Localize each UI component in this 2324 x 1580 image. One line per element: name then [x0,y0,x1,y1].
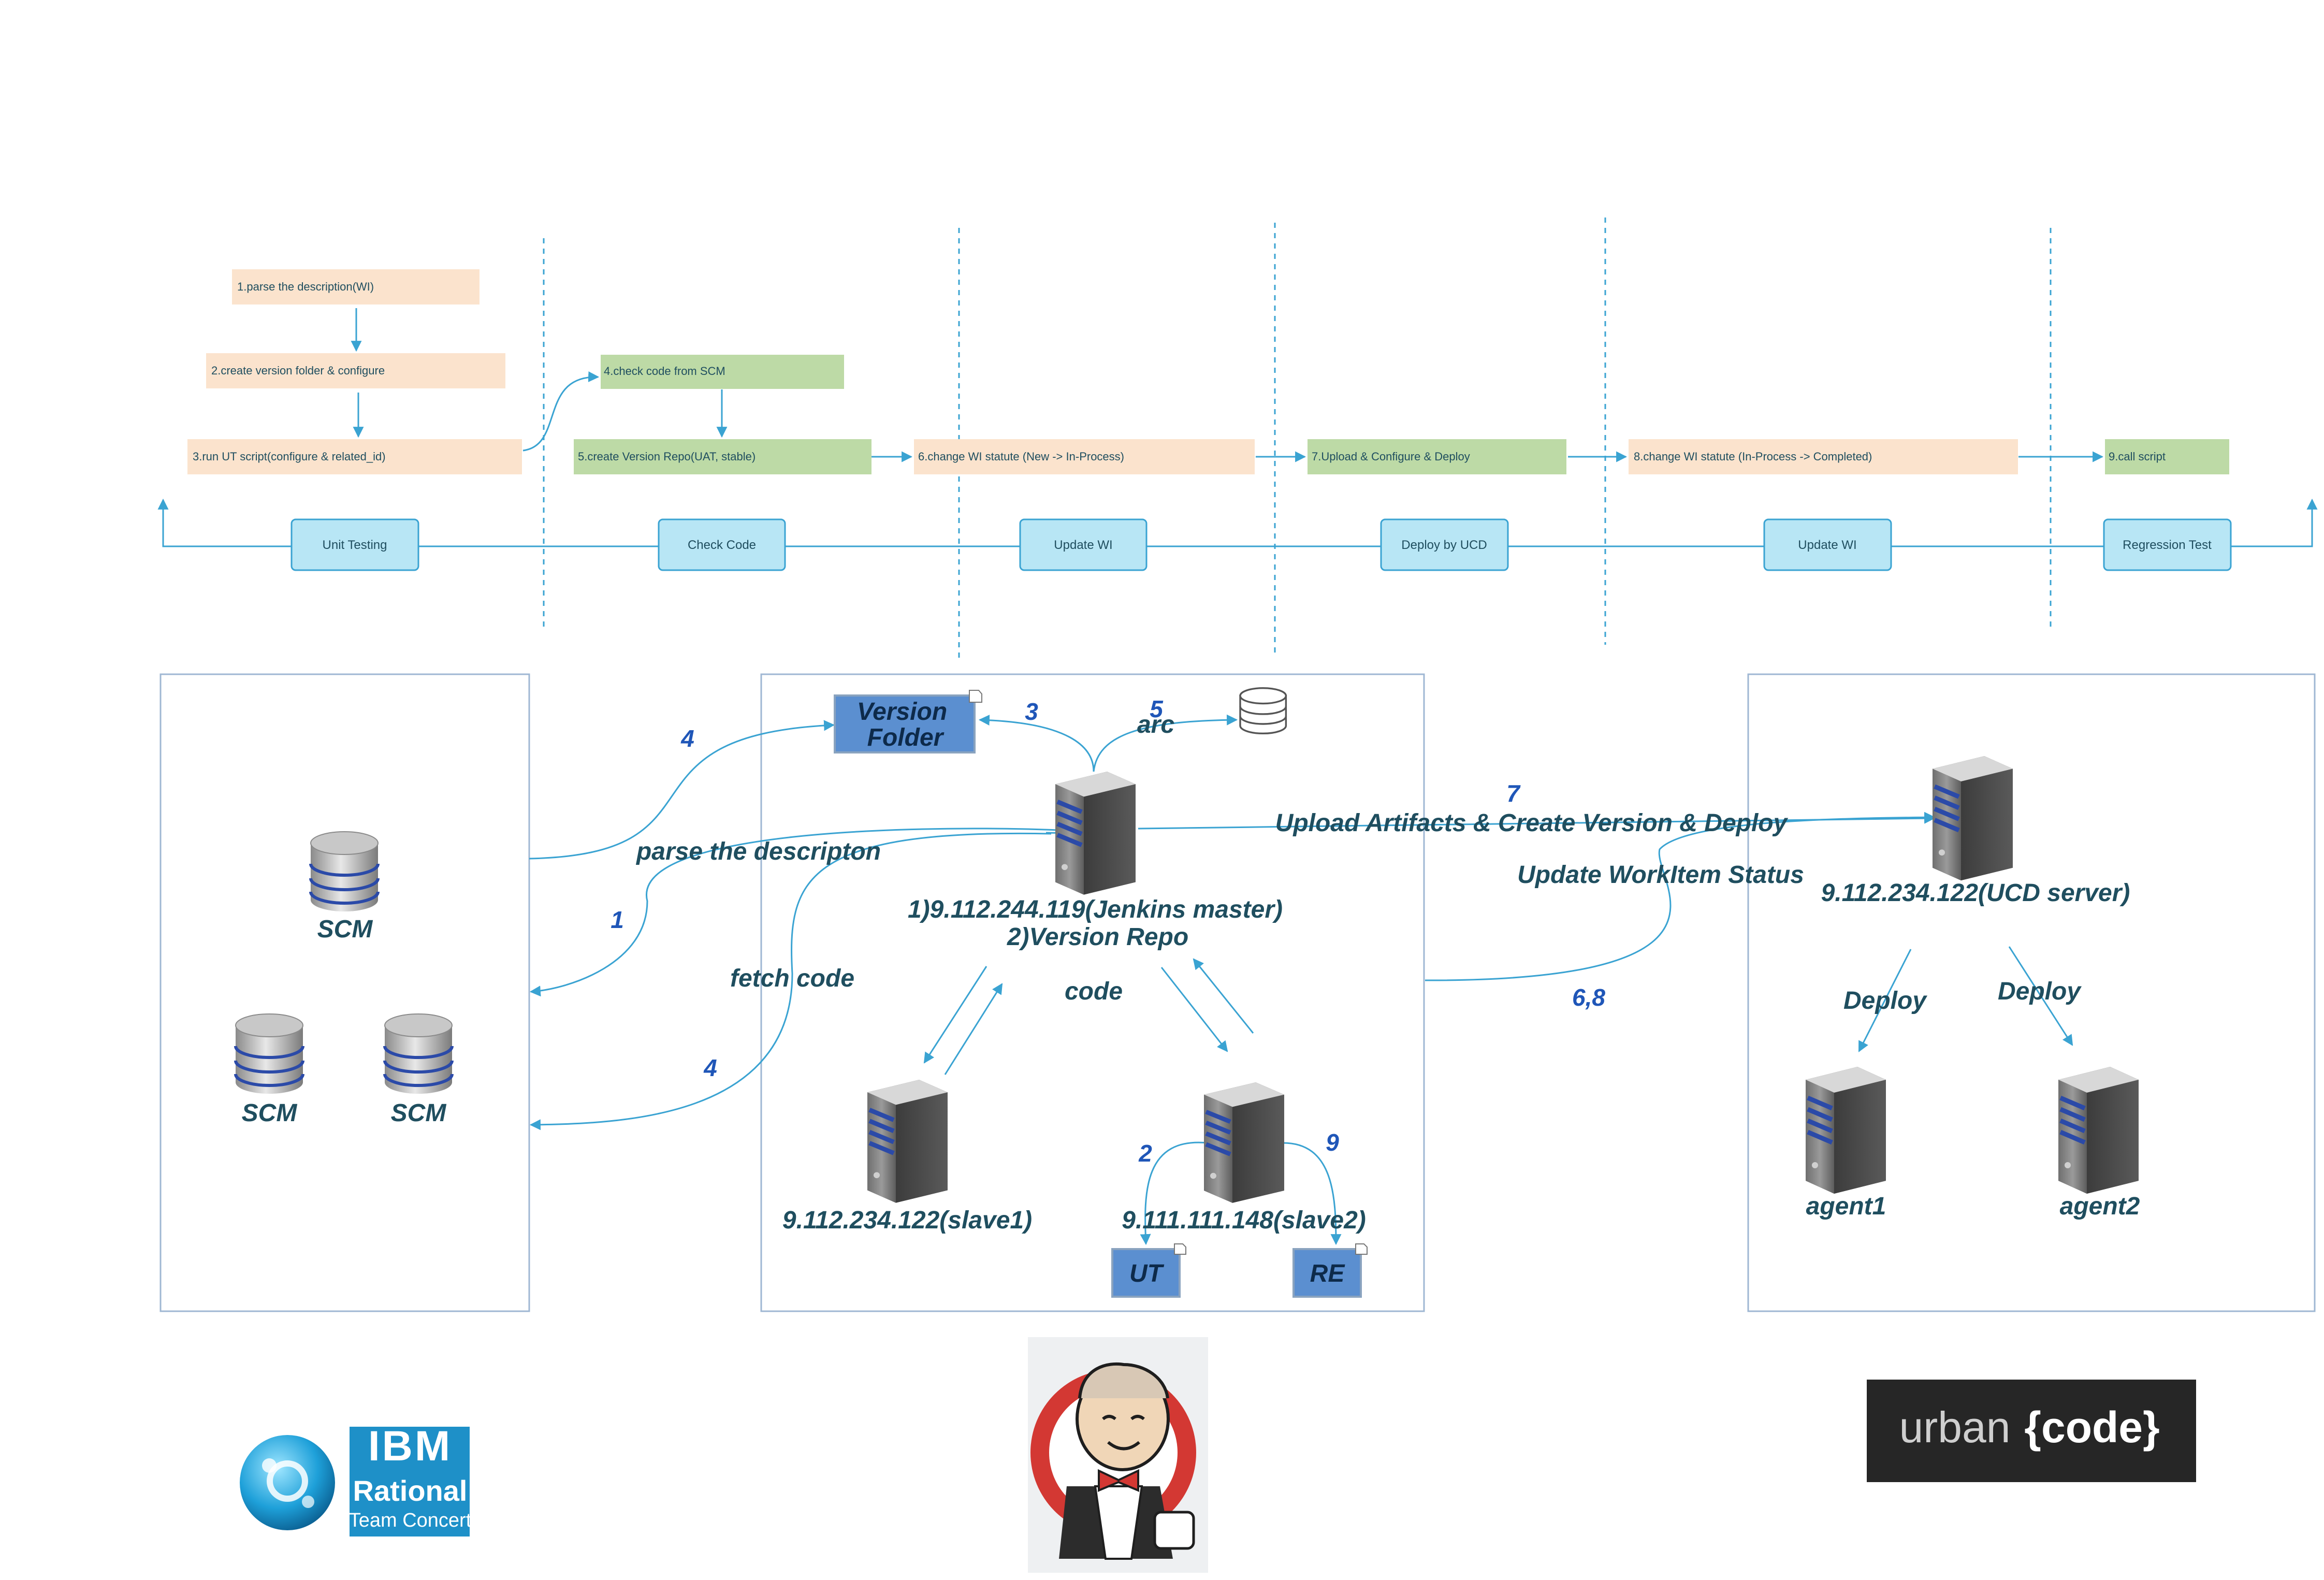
step-number-7: 7 [1506,780,1521,807]
step-number-4-bottom: 4 [703,1054,717,1081]
jenkins-logo [1028,1337,1208,1573]
svg-text:7.Upload & Configure & Deploy: 7.Upload & Configure & Deploy [1312,450,1470,463]
flow-step-4: 4.check code from SCM [601,355,844,389]
slave2-server: 9.111.111.148(slave2) [1122,1082,1366,1234]
svg-text:9.112.234.122(slave1): 9.112.234.122(slave1) [782,1207,1032,1234]
label-deploy-2: Deploy [1998,978,2082,1005]
ucd-server: 9.112.234.122(UCD server) [1821,756,2130,907]
flow-step-3: 3.run UT script(configure & related_id) [187,439,522,474]
svg-text:agent1: agent1 [1806,1193,1886,1220]
svg-text:5.create Version Repo(UAT, sta: 5.create Version Repo(UAT, stable) [578,450,756,463]
step-number-9: 9 [1326,1129,1339,1156]
stage-deploy-by-ucd: Deploy by UCD [1380,518,1509,571]
label-update-status: Update WorkItem Status [1517,861,1804,889]
label-arc: arc [1137,711,1174,738]
step-number-1: 1 [611,906,624,933]
flow-step-7: 7.Upload & Configure & Deploy [1308,439,1566,474]
svg-text:SCM: SCM [317,916,373,943]
stage-update-wi-2: Update WI [1763,518,1892,571]
agent1-server: agent1 [1806,1067,1886,1220]
svg-text:2)Version Repo: 2)Version Repo [1007,923,1188,951]
stage-update-wi-1: Update WI [1019,518,1148,571]
flow-step-2: 2.create version folder & configure [206,353,505,388]
svg-text:9.111.111.148(slave2): 9.111.111.148(slave2) [1122,1207,1366,1234]
step-number-6-8: 6,8 [1572,984,1605,1011]
svg-text:1)9.112.244.119(Jenkins master: 1)9.112.244.119(Jenkins master) [908,896,1283,923]
urbancode-logo: urban {code} [1867,1380,2196,1482]
label-fetch: fetch code [730,965,854,992]
timeline [157,498,2318,547]
version-folder-box: Version Folder [834,690,982,753]
svg-text:2.create version folder & conf: 2.create version folder & configure [211,364,385,377]
team-concert-text: Team Concert [349,1510,472,1531]
urbancode-text-a: urban [1899,1403,2011,1452]
scm-database-3: SCM [385,1014,452,1127]
flow-step-6: 6.change WI statute (New -> In-Process) [914,439,1255,474]
svg-text:Update WI: Update WI [1054,538,1112,552]
svg-text:UT: UT [1129,1260,1165,1287]
dashed-separators [543,218,2052,658]
rtc-logo: IBM Rational Team Concert [240,1423,472,1536]
stage-regression-test: Regression Test [2103,518,2232,571]
svg-text:8.change WI statute (In-Proces: 8.change WI statute (In-Process -> Compl… [1634,450,1872,463]
jenkins-master-server: 1)9.112.244.119(Jenkins master) 2)Versio… [908,772,1283,951]
stage-check-code: Check Code [658,518,786,571]
flow-step-5: 5.create Version Repo(UAT, stable) [574,439,872,474]
label-deploy-1: Deploy [1843,987,1927,1014]
arc-database-icon [1239,687,1287,735]
step-number-5: 5 [1150,695,1164,722]
flow-step-9: 9.call script [2105,439,2229,474]
step-number-2: 2 [1138,1140,1152,1167]
svg-text:Version: Version [857,698,947,726]
step-number-4-top: 4 [680,725,694,752]
label-upload: Upload Artifacts & Create Version & Depl… [1275,809,1789,837]
svg-text:Folder: Folder [867,724,945,751]
label-parse: parse the descripton [635,838,881,865]
scm-database-1: SCM [311,832,378,943]
urbancode-text-b: {code} [2024,1403,2159,1452]
flow-arrows [351,308,2104,462]
scm-database-2: SCM [236,1014,303,1127]
rational-text: Rational [353,1474,468,1507]
svg-text:9.call script: 9.call script [2109,450,2166,463]
flow-step-8: 8.change WI statute (In-Process -> Compl… [1629,439,2018,474]
panel-borders [159,673,2316,1312]
stage-unit-testing: Unit Testing [290,518,419,571]
flow-step-1: 1.parse the description(WI) [232,269,480,305]
svg-text:9.112.234.122(UCD server): 9.112.234.122(UCD server) [1821,879,2130,907]
ut-box: UT [1111,1243,1186,1298]
svg-text:Unit Testing: Unit Testing [323,538,387,552]
svg-text:4.check code from SCM: 4.check code from SCM [604,365,725,378]
svg-text:Update WI: Update WI [1798,538,1856,552]
svg-text:6.change WI statute (New -> In: 6.change WI statute (New -> In-Process) [918,450,1124,463]
svg-text:1.parse the description(WI): 1.parse the description(WI) [237,280,374,293]
ibm-text: IBM [368,1423,452,1470]
svg-text:3.run UT script(configure & re: 3.run UT script(configure & related_id) [193,450,386,463]
svg-text:Check Code: Check Code [688,538,756,552]
svg-text:SCM: SCM [391,1099,447,1127]
label-code: code [1065,978,1123,1005]
re-box: RE [1292,1243,1368,1298]
step-number-3: 3 [1025,698,1038,725]
svg-text:agent2: agent2 [2060,1193,2140,1220]
svg-text:Regression Test: Regression Test [2123,538,2212,552]
agent2-server: agent2 [2058,1067,2140,1220]
svg-text:Deploy by UCD: Deploy by UCD [1401,538,1487,552]
slave1-server: 9.112.234.122(slave1) [782,1080,1032,1234]
svg-text:RE: RE [1310,1260,1346,1287]
svg-text:SCM: SCM [242,1099,298,1127]
